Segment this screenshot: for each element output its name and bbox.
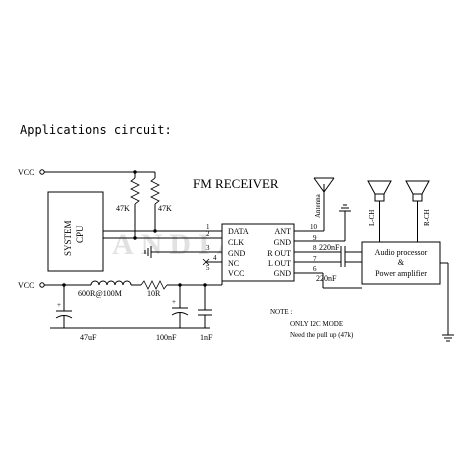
ic-pin-number-4: 4 — [213, 254, 217, 262]
ic-pin-label-left-3: GND — [228, 249, 246, 258]
ic-pin-label-left-1: DATA — [228, 227, 249, 236]
filter-inductor: 600R@100M — [78, 280, 141, 298]
system-cpu-line2: CPU — [75, 225, 85, 243]
speaker-left: L-CH — [367, 180, 392, 242]
audio-box-line3: Power amplifier — [375, 269, 427, 278]
cap-1nf-label: 1nF — [200, 333, 213, 342]
audio-box-line2: & — [398, 258, 405, 267]
fm-receiver-ic: DATA CLK GND NC VCC ANT GND R OUT L OUT … — [206, 223, 318, 282]
pullup-label-2: 47K — [158, 204, 172, 213]
i2c-bus-wires — [103, 229, 222, 240]
cap-100nf-label: 100nF — [156, 333, 177, 342]
ic-pin-number-7: 7 — [313, 255, 317, 263]
cap-47uf-polarity: + — [57, 301, 61, 309]
ic-pin-number-10: 10 — [310, 223, 318, 231]
system-cpu-line1: SYSTEM — [63, 220, 73, 256]
ic-pin-label-left-5: VCC — [228, 269, 244, 278]
fm-receiver-title: FM RECEIVER — [193, 176, 279, 191]
cap-100nf-polarity: + — [172, 298, 176, 306]
cap-47uf-label: 47uF — [80, 333, 97, 342]
coupling-cap-r-label: 220nF — [319, 243, 340, 252]
resistor-label: 10R — [147, 289, 161, 298]
antenna-label: Antenna — [314, 193, 322, 218]
ic-pin9-ground — [294, 204, 351, 242]
ic-pin-label-right-9: GND — [274, 238, 292, 247]
ic-pin-number-8: 8 — [313, 244, 317, 252]
note-block: NOTE : ONLY I2C MODE Need the pull up (4… — [270, 308, 354, 339]
vcc-bottom: VCC — [18, 281, 91, 290]
system-cpu-block: SYSTEM CPU — [47, 191, 104, 272]
note-line2: Need the pull up (47k) — [290, 331, 354, 339]
audio-processor-block: Audio processor & Power amplifier — [361, 241, 441, 285]
ic-pin-label-right-6: GND — [274, 269, 292, 278]
filter-cap-1nf: 1nF — [198, 285, 213, 342]
ic-pin-number-3: 3 — [206, 244, 210, 252]
coupling-cap-l — [294, 257, 362, 267]
vcc-top: VCC — [18, 168, 155, 177]
inductor-label: 600R@100M — [78, 289, 122, 298]
ic-pin3-ground — [144, 246, 222, 258]
antenna: Antenna — [294, 177, 335, 232]
pullup-label-1: 47K — [116, 204, 130, 213]
speaker-right-label: R-CH — [423, 209, 431, 226]
filter-cap-100nf: + 100nF — [156, 285, 189, 342]
note-title: NOTE : — [270, 308, 292, 316]
section-heading: Applications circuit: — [20, 123, 172, 137]
speaker-right: R-CH — [405, 180, 431, 242]
ic-pin-number-5: 5 — [206, 264, 210, 272]
pullup-resistor-2: 47K — [150, 172, 172, 231]
ic-pin-label-right-7: L OUT — [268, 259, 291, 268]
ic-pin-number-9: 9 — [313, 234, 317, 242]
ic-pin-label-right-10: ANT — [275, 227, 292, 236]
filter-cap-47uf: + 47uF — [50, 285, 210, 342]
coupling-cap-l-label: 220nF — [316, 274, 337, 283]
ic-pin4-nc — [202, 258, 222, 266]
ic-pin-label-left-2: CLK — [228, 238, 244, 247]
vcc-bottom-label: VCC — [18, 281, 34, 290]
filter-resistor: 10R — [140, 273, 223, 298]
ic-pin6-ground: 220nF — [294, 272, 362, 289]
ic-pin-number-2: 2 — [206, 230, 210, 238]
coupling-cap-r: 220nF — [294, 243, 362, 258]
note-line1: ONLY I2C MODE — [290, 320, 343, 328]
audio-ground — [440, 262, 454, 342]
speaker-left-label: L-CH — [368, 210, 376, 226]
audio-box-line1: Audio processor — [375, 248, 428, 257]
pullup-resistor-1: 47K — [116, 172, 140, 238]
ic-pin-number-6: 6 — [313, 265, 317, 273]
vcc-top-label: VCC — [18, 168, 34, 177]
ic-pin-label-left-4: NC — [228, 259, 239, 268]
ic-pin-number-1: 1 — [206, 223, 210, 231]
ic-pin-label-right-8: R OUT — [267, 249, 291, 258]
